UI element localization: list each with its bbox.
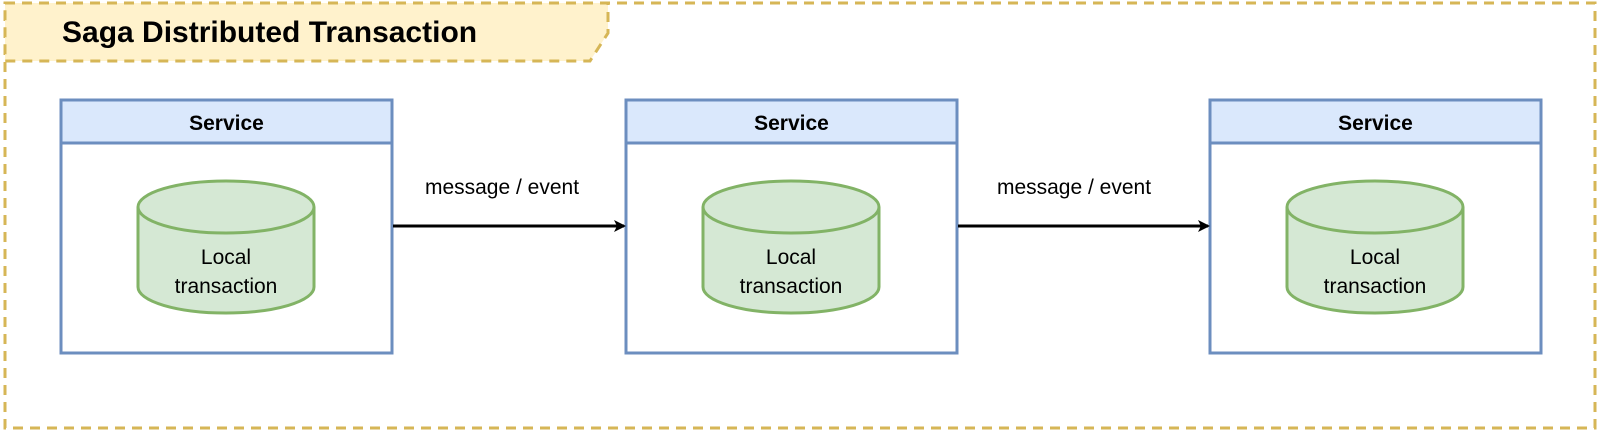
service-box-2: Service Local transaction — [624, 98, 959, 355]
db-label-line2-2: transaction — [740, 275, 843, 298]
db-label-line1-2: Local — [766, 246, 816, 269]
service-header-label-1: Service — [189, 112, 264, 135]
edge-label-2: message / event — [997, 176, 1151, 199]
service-box-3: Service Local transaction — [1208, 98, 1543, 355]
db-label-line1-1: Local — [201, 246, 251, 269]
service-header-label-3: Service — [1338, 112, 1413, 135]
diagram-title: Saga Distributed Transaction — [62, 16, 477, 49]
edge-2: message / event — [958, 176, 1210, 232]
edge-label-1: message / event — [425, 176, 579, 199]
outer-frame — [3, 1, 1597, 430]
edge-1: message / event — [393, 176, 626, 232]
db-label-line1-3: Local — [1350, 246, 1400, 269]
service-header-label-2: Service — [754, 112, 829, 135]
service-box-1: Service Local transaction — [59, 98, 394, 355]
database-icon-1 — [136, 179, 316, 315]
service-header-3 — [1208, 98, 1543, 145]
db-label-line2-1: transaction — [175, 275, 278, 298]
db-label-line2-3: transaction — [1324, 275, 1427, 298]
database-icon-3 — [1285, 179, 1465, 315]
database-icon-2 — [701, 179, 881, 315]
service-header-1 — [59, 98, 394, 145]
service-header-2 — [624, 98, 959, 145]
title-tab: Saga Distributed Transaction — [3, 1, 610, 63]
